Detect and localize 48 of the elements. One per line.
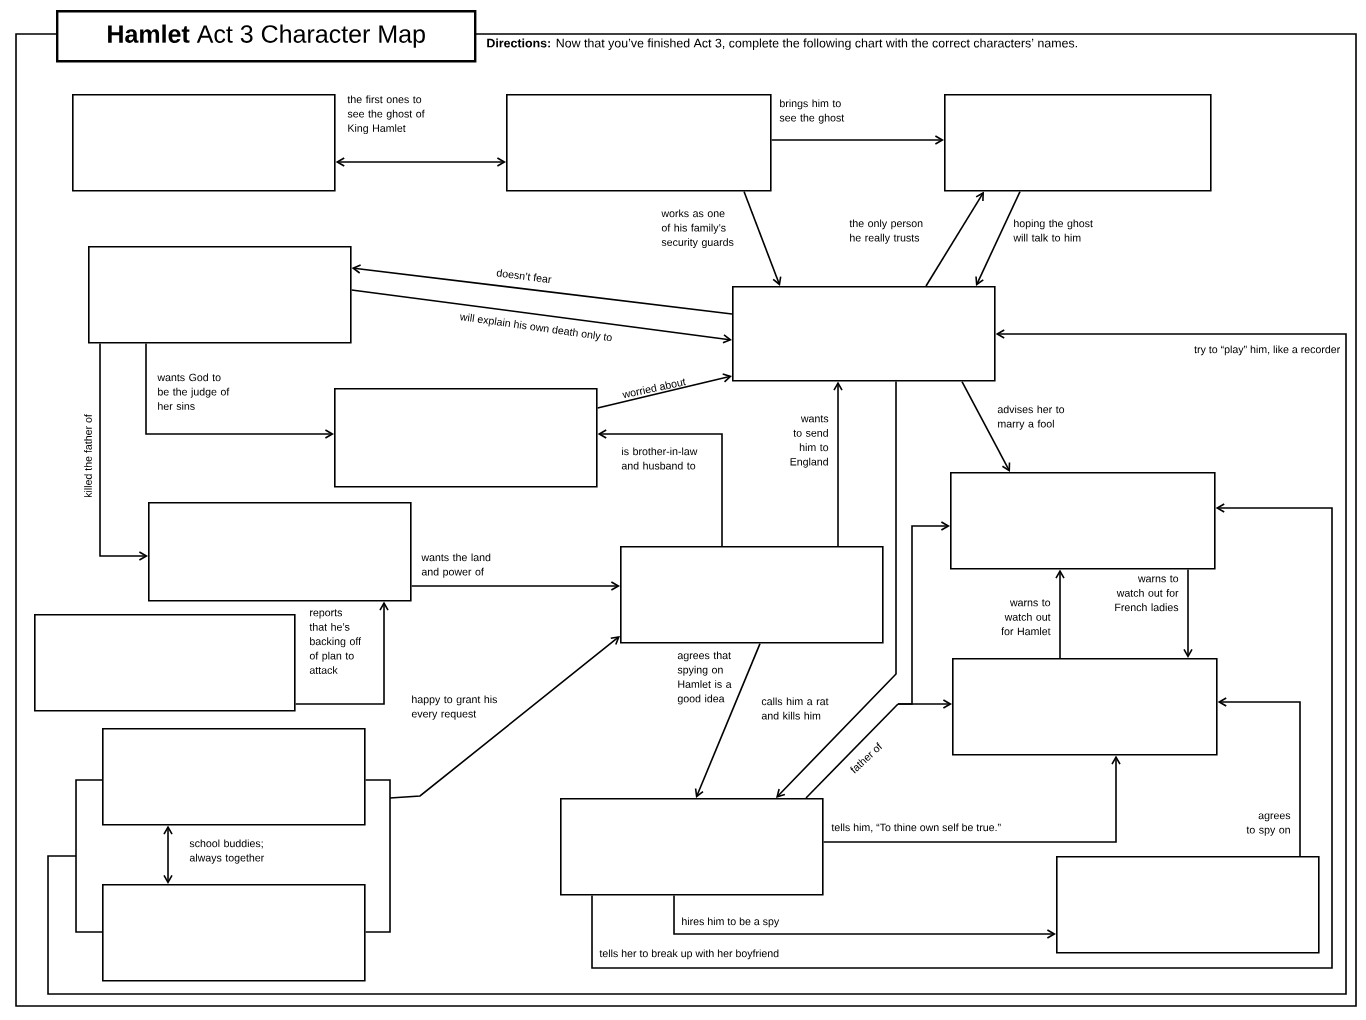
arrow [145,342,334,439]
answer-box [944,94,1212,192]
arrow [1055,569,1065,659]
arrow [1217,697,1301,857]
answer-box [950,472,1216,570]
arrow [47,329,1347,995]
answer-box [88,246,352,344]
arrow [822,755,1121,843]
arrow [99,342,148,561]
answer-box [148,502,412,602]
answer-box [620,546,884,644]
arrow [975,190,1021,286]
arrow [694,642,761,798]
arrow [163,825,173,884]
arrow [335,157,506,167]
arrow [961,380,1011,472]
connector-line [75,779,103,857]
answer-box [506,94,772,192]
arrow [1183,568,1193,658]
arrow [833,381,843,547]
connector-line [364,779,391,799]
answer-box [732,285,996,382]
arrow [776,380,897,798]
answer-box [72,94,336,192]
arrow [389,636,620,799]
connector-line [75,855,103,933]
arrow [350,289,732,344]
answer-box [952,658,1218,756]
arrow [673,894,1056,939]
arrow [596,373,732,409]
arrow [770,135,944,145]
title-box: Hamlet Act 3 Character Map [56,10,477,63]
arrow [351,264,733,315]
arrow [410,581,620,591]
answer-box [334,388,598,488]
answer-box [34,614,296,712]
connector-line [805,703,899,799]
arrow [743,190,782,286]
arrow [597,429,723,547]
arrow [294,601,389,705]
arrow [925,191,984,287]
arrow [591,503,1333,969]
connector-line [364,797,391,933]
answer-box [1056,856,1320,954]
arrow [897,521,950,705]
answer-box [560,798,824,896]
answer-box [102,728,366,826]
answer-box [102,884,366,982]
